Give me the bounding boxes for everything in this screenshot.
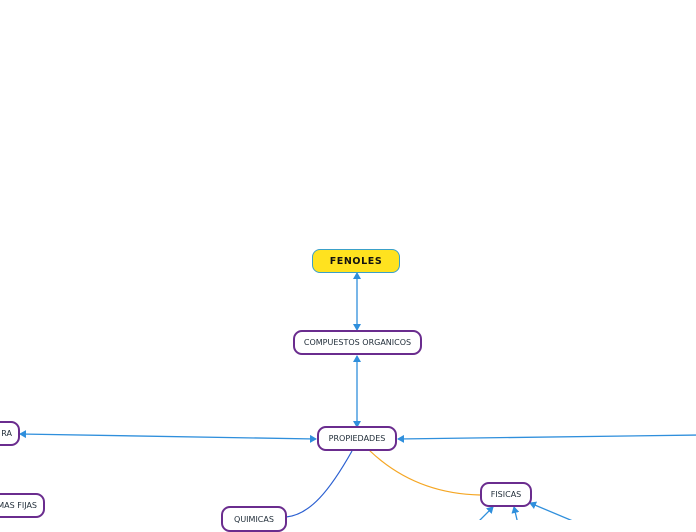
- node-left-top[interactable]: RA: [0, 421, 20, 446]
- node-left-bottom[interactable]: MAS FIJAS: [0, 493, 45, 518]
- node-quimicas[interactable]: QUIMICAS: [221, 506, 287, 532]
- connector-propiedades-fisicas: [368, 449, 481, 496]
- connector-propiedades-right: [397, 434, 696, 443]
- node-fenoles[interactable]: FENOLES: [312, 249, 400, 273]
- node-compuestos-organicos[interactable]: COMPUESTOS ORGANICOS: [293, 330, 422, 355]
- node-left-bottom-label: MAS FIJAS: [0, 501, 37, 510]
- node-fisicas[interactable]: FISICAS: [480, 482, 532, 507]
- node-propiedades[interactable]: PROPIEDADES: [317, 426, 397, 451]
- node-compuestos-organicos-label: COMPUESTOS ORGANICOS: [303, 338, 412, 347]
- connector-fisicas-child-1: [479, 506, 494, 520]
- connector-propiedades-left: [19, 430, 317, 443]
- node-fisicas-label: FISICAS: [490, 490, 522, 499]
- mind-map-canvas: [19, 272, 696, 520]
- node-fenoles-label: FENOLES: [329, 255, 383, 267]
- connector-fisicas-child-2: [511, 506, 520, 520]
- node-propiedades-label: PROPIEDADES: [328, 434, 386, 443]
- connector-fisicas-child-3: [529, 501, 573, 520]
- node-quimicas-label: QUIMICAS: [234, 514, 274, 524]
- node-left-top-label: RA: [1, 429, 12, 438]
- connector-propiedades-quimicas: [285, 450, 353, 518]
